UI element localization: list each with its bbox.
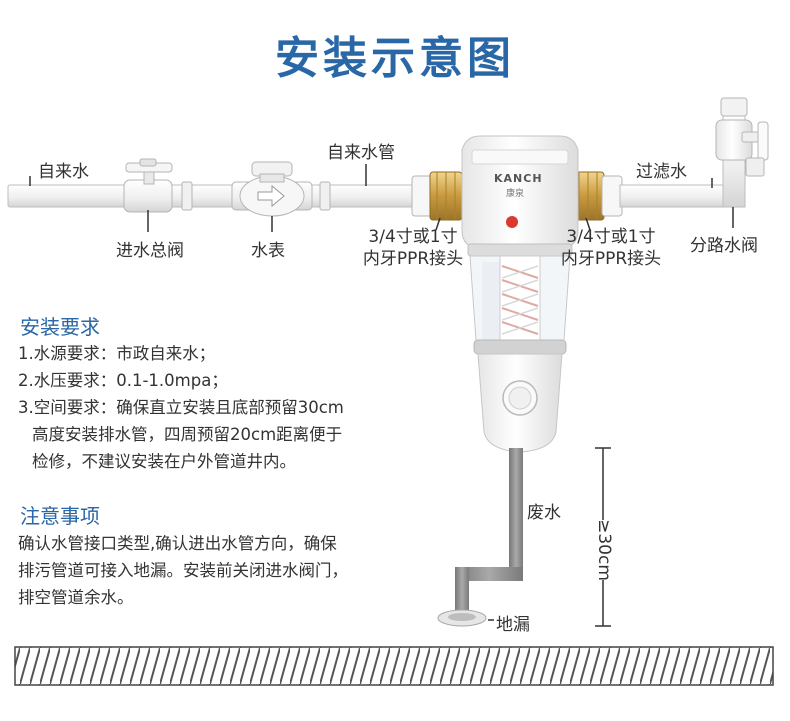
water-meter-icon: [231, 161, 313, 217]
notes-heading: 注意事项: [20, 504, 100, 528]
inlet-valve-icon: [123, 158, 173, 213]
note-line: 排空管道余水。: [18, 588, 134, 607]
tap-pipe-label: 自来水管: [327, 143, 395, 163]
brand-logo-icon: [506, 216, 518, 228]
requirements-list: 1.水源要求：市政自来水； 2.水压要求：0.1-1.0mpa； 3.空间要求：…: [18, 340, 344, 475]
requirement-line: 高度安装排水管，四周预留20cm距离便于: [32, 425, 343, 444]
tap-water-label: 自来水: [38, 162, 89, 182]
brand-label: KANCH: [494, 172, 543, 185]
branch-valve-icon: [715, 97, 769, 177]
floor-drain-label: 地漏: [496, 615, 530, 635]
left-connector-label: 3/4寸或1寸 内牙PPR接头: [358, 226, 468, 270]
notes-list: 确认水管接口类型,确认进出水管方向，确保 排污管道可接入地漏。安装前关闭进水阀门…: [18, 530, 348, 611]
height-label: ≥30cm: [594, 519, 614, 581]
ground-hatch: [14, 646, 774, 686]
waste-water-label: 废水: [527, 503, 561, 523]
filtered-water-label: 过滤水: [636, 162, 687, 182]
note-line: 确认水管接口类型,确认进出水管方向，确保: [18, 534, 337, 553]
inlet-pipe: [7, 184, 417, 208]
note-line: 排污管道可接入地漏。安装前关闭进水阀门，: [18, 561, 348, 580]
requirement-line: 3.空间要求：确保直立安装且底部预留30cm: [18, 398, 344, 417]
right-connector-size: 3/4寸或1寸: [566, 227, 656, 247]
right-connector-label: 3/4寸或1寸 内牙PPR接头: [556, 226, 666, 270]
inlet-valve-label: 进水总阀: [116, 241, 184, 261]
height-dimension: [595, 447, 611, 627]
left-connector-type: 内牙PPR接头: [362, 249, 464, 269]
drain-pipe: [455, 448, 523, 617]
requirement-line: 1.水源要求：市政自来水；: [18, 344, 216, 363]
branch-valve-label: 分路水阀: [690, 236, 758, 256]
leader-lines: [29, 164, 734, 232]
right-connector-type: 内牙PPR接头: [560, 249, 662, 269]
requirement-line: 2.水压要求：0.1-1.0mpa；: [18, 371, 228, 390]
page-title: 安装示意图: [275, 33, 515, 84]
requirement-line: 检修，不建议安装在户外管道井内。: [32, 452, 296, 471]
left-connector-size: 3/4寸或1寸: [368, 227, 458, 247]
right-ppr-connector: [571, 171, 623, 221]
requirements-heading: 安装要求: [20, 315, 100, 339]
water-meter-label: 水表: [251, 241, 285, 261]
filter-unit: [461, 135, 579, 453]
left-ppr-connector: [411, 171, 463, 221]
brand-cn-label: 康泉: [506, 189, 525, 199]
